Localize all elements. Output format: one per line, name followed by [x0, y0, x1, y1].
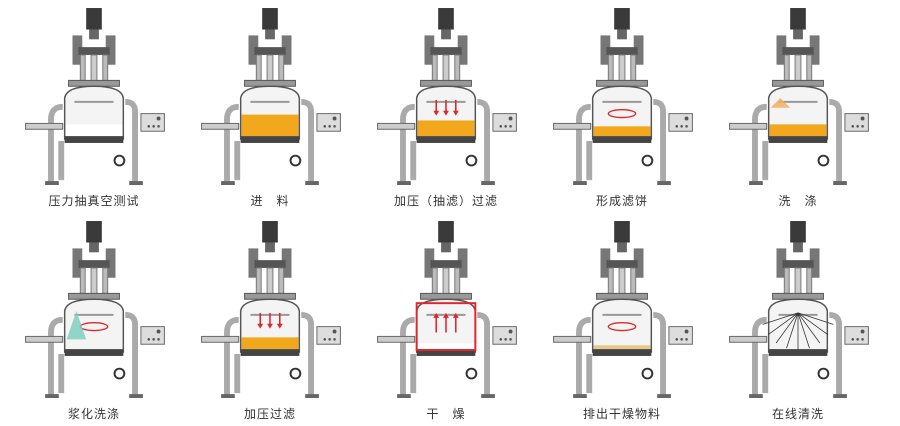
spray-line: [786, 312, 799, 349]
vessel-content: [593, 345, 651, 350]
filter-dryer-illustration: [729, 8, 869, 185]
spray-line: [767, 312, 799, 336]
control-panel: [844, 326, 869, 345]
filter-dryer-illustration: [201, 221, 341, 398]
spray-line: [775, 312, 799, 344]
motor: [790, 8, 806, 30]
wheel: [817, 154, 830, 167]
filter-dryer-illustration: [25, 8, 165, 185]
process-stage: 干 燥: [358, 213, 534, 426]
motor: [86, 8, 102, 30]
motor: [262, 221, 278, 243]
process-stage: 加压（抽滤）过滤: [358, 0, 534, 213]
filter-dryer-illustration: [377, 8, 517, 185]
vessel-content: [241, 114, 299, 137]
motor: [614, 221, 630, 243]
control-panel: [492, 113, 517, 132]
vessel-content: [417, 120, 475, 137]
filter-dryer-illustration: [377, 221, 517, 398]
rotation-arrow: [607, 109, 637, 119]
wheel: [289, 367, 302, 380]
spray-cone: [66, 310, 87, 340]
spray-cone: [770, 97, 791, 108]
stage-label: 洗 涤: [778, 194, 818, 208]
control-panel: [668, 326, 693, 345]
motor: [438, 221, 454, 243]
motor: [438, 8, 454, 30]
process-stage: 压力抽真空测试: [6, 0, 182, 213]
control-panel: [844, 113, 869, 132]
motor: [614, 8, 630, 30]
control-panel: [140, 113, 165, 132]
stage-label: 压力抽真空测试: [48, 194, 140, 208]
wheel: [289, 154, 302, 167]
spray-line: [762, 312, 799, 325]
vessel-content: [417, 343, 475, 350]
stage-label: 形成滤饼: [595, 194, 648, 208]
process-stage: 加压过滤: [182, 213, 358, 426]
stage-label: 浆化洗涤: [67, 407, 120, 421]
stage-label: 进 料: [250, 194, 290, 208]
spray-line: [797, 312, 821, 344]
process-stage: 浆化洗涤: [6, 213, 182, 426]
wheel: [641, 367, 654, 380]
process-stage: 排出干燥物料: [534, 213, 710, 426]
stage-label: 在线清洗: [771, 407, 824, 421]
motor: [790, 221, 806, 243]
vessel-content: [593, 126, 651, 137]
control-panel: [668, 113, 693, 132]
wheel: [113, 154, 126, 167]
process-stage: 形成滤饼: [534, 0, 710, 213]
filter-dryer-illustration: [553, 8, 693, 185]
wheel: [641, 154, 654, 167]
vessel: [591, 85, 653, 140]
rotation-arrow: [607, 322, 637, 332]
filter-dryer-illustration: [729, 221, 869, 398]
spray-line: [797, 312, 810, 349]
motor: [86, 221, 102, 243]
motor: [262, 8, 278, 30]
vessel-content: [769, 124, 827, 137]
stage-label: 加压（抽滤）过滤: [393, 194, 498, 208]
process-stage: 进 料: [182, 0, 358, 213]
control-panel: [140, 326, 165, 345]
process-stage: 洗 涤: [710, 0, 886, 213]
control-panel: [492, 326, 517, 345]
control-panel: [316, 113, 341, 132]
wheel: [817, 367, 830, 380]
vessel-content: [241, 337, 299, 350]
spray-line: [797, 312, 829, 336]
filter-dryer-illustration: [553, 221, 693, 398]
process-stage: 在线清洗: [710, 213, 886, 426]
wheel: [113, 367, 126, 380]
stage-label: 加压过滤: [243, 407, 296, 421]
filter-dryer-illustration: [25, 221, 165, 398]
vessel: [591, 298, 653, 353]
stage-label: 干 燥: [426, 407, 466, 421]
stage-label: 排出干燥物料: [582, 407, 661, 421]
control-panel: [316, 326, 341, 345]
wheel: [465, 154, 478, 167]
wheel: [465, 367, 478, 380]
vessel-content: [65, 124, 123, 137]
filter-dryer-illustration: [201, 8, 341, 185]
spray-line: [797, 312, 834, 325]
